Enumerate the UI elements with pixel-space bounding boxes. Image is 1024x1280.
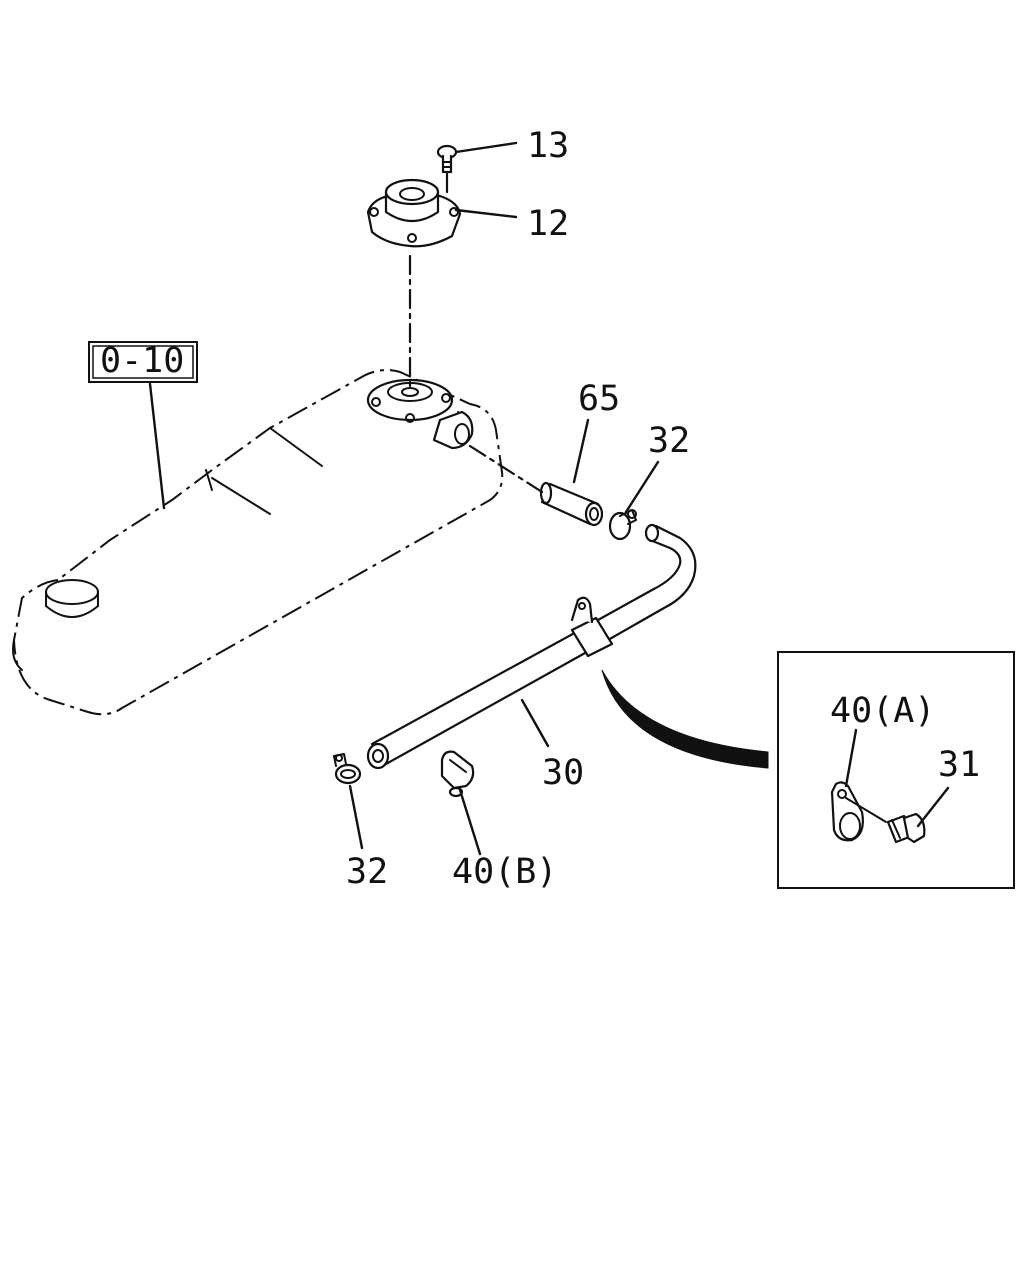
separator-base	[366, 378, 474, 450]
callout-40b: 40(B)	[452, 852, 557, 892]
reference-box: 0-10	[88, 341, 198, 383]
hose-clamp-upper	[608, 509, 637, 541]
detail-pointer	[601, 669, 769, 769]
callout-13: 13	[527, 126, 569, 166]
hose-clamp-lower	[333, 753, 362, 785]
callout-labels: 13 12 65 32 30 32 40(B) 40(A) 31	[346, 126, 980, 892]
callout-12: 12	[527, 204, 569, 244]
breather-hose	[366, 523, 697, 770]
oil-separator-cap	[366, 178, 462, 248]
detail-inset	[777, 651, 1015, 889]
leader-lines	[348, 141, 950, 856]
bolt-centerline	[845, 797, 887, 823]
callout-30: 30	[542, 753, 584, 793]
callout-31: 31	[938, 745, 980, 785]
callout-40a: 40(A)	[830, 691, 935, 731]
callout-32-lower: 32	[346, 852, 388, 892]
reference-leader	[148, 382, 166, 510]
clip-b	[440, 750, 475, 798]
clip-a	[830, 781, 864, 842]
connector-pipe	[539, 481, 604, 527]
callout-32-upper: 32	[648, 421, 690, 461]
screw	[436, 144, 458, 174]
bolt	[886, 812, 926, 844]
reference-label: 0-10	[100, 341, 184, 381]
pipe-centerline	[468, 444, 544, 494]
rocker-cover	[12, 369, 504, 716]
callout-65: 65	[578, 379, 620, 419]
